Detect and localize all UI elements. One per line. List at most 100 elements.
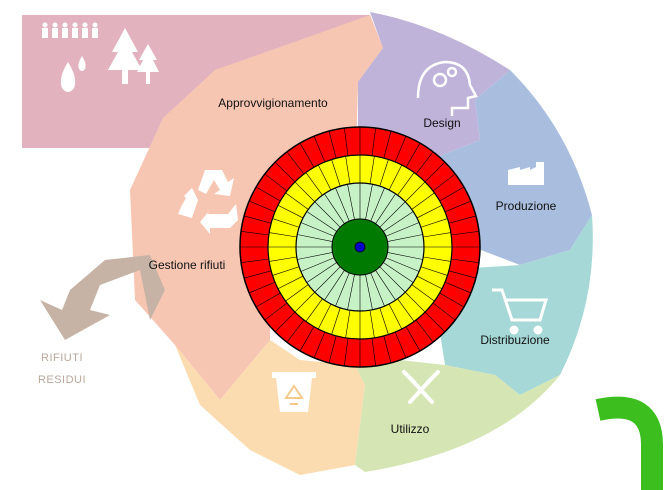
ring-spoke [274, 311, 296, 333]
ring-spoke [299, 142, 315, 168]
stage-raccolta [175, 340, 365, 475]
ring-spoke [240, 258, 269, 263]
ring-spoke [383, 262, 414, 283]
head-gears-icon [416, 60, 478, 116]
center-dot [354, 241, 366, 253]
ring-spoke [344, 338, 349, 367]
ring-spoke [274, 161, 296, 183]
ring-spoke [314, 201, 341, 228]
ring-spoke [285, 192, 309, 210]
ring-spoke [444, 200, 471, 213]
ring-spoke [345, 310, 351, 338]
ring-spoke [335, 272, 350, 307]
water-drops-icon [60, 56, 86, 92]
ring-spoke [439, 292, 465, 308]
ring-spoke [300, 257, 335, 272]
ring-spoke [317, 303, 332, 330]
ring-spoke [313, 331, 326, 358]
ring-spoke [324, 193, 345, 224]
ring-spoke [444, 281, 471, 294]
ring-spoke [285, 284, 309, 302]
ring-spoke [249, 281, 276, 294]
trees-icon [108, 28, 159, 84]
label-utilizzo: Utilizzo [391, 422, 430, 436]
ring-spoke [411, 192, 435, 210]
ring-spoke [306, 262, 337, 283]
ring-spoke [331, 159, 341, 187]
ring-spoke [370, 272, 385, 307]
label-approvvigionamento: Approvvigionamento [218, 96, 328, 110]
residual-label-line2: RESIDUI [38, 374, 86, 386]
ring-spoke [306, 211, 337, 232]
ring-spoke [369, 156, 375, 184]
ring-spoke [387, 234, 423, 242]
ring-spoke [397, 298, 415, 322]
ring-spoke [387, 252, 423, 260]
ring-spoke [297, 234, 333, 242]
ring-spoke [269, 256, 297, 262]
ring-spoke [397, 172, 415, 196]
ring-spoke [388, 164, 403, 191]
ring-spoke [370, 187, 385, 222]
factory-icon [508, 162, 544, 185]
stage-design [358, 12, 510, 160]
ring-spoke [344, 127, 349, 156]
ring-spoke [328, 131, 337, 159]
ring-spoke [439, 186, 465, 202]
ring-spoke [345, 156, 351, 184]
ring-spoke [405, 142, 421, 168]
ring-spoke [305, 298, 323, 322]
ring-spoke [305, 172, 323, 196]
ring-spoke [448, 270, 476, 279]
ring-spoke [328, 335, 337, 363]
ring-spoke [420, 266, 448, 276]
ring-spoke [297, 252, 333, 260]
ring-spokes [240, 127, 480, 367]
ring-spoke [264, 302, 288, 321]
ring-spoke [423, 256, 451, 262]
ring-spoke [411, 284, 435, 302]
stage-distribuzione [438, 215, 593, 395]
ring-spoke [379, 307, 389, 335]
recycle-icon [178, 170, 238, 234]
stage-utilizzo [355, 360, 560, 472]
ring-spoke [313, 136, 326, 163]
ring-spoke [451, 231, 480, 236]
ring-spoke [369, 310, 375, 338]
ring-spoke [249, 200, 276, 213]
ring-spoke [335, 187, 350, 222]
ring-spoke [379, 266, 406, 293]
ring-spoke [432, 173, 456, 192]
ring-spoke [394, 331, 407, 358]
ring-spoke [269, 232, 297, 238]
ring-spoke [432, 302, 456, 321]
ring-spoke [420, 218, 448, 228]
ring-spoke [244, 270, 272, 279]
ring-spoke [423, 232, 451, 238]
ring-spoke [371, 127, 376, 156]
ring-spoke [317, 164, 332, 191]
ring-spoke [375, 270, 396, 301]
ring-spoke [416, 275, 443, 290]
ring-spoke [264, 173, 288, 192]
ring-spoke [388, 303, 403, 330]
ring-spoke [385, 222, 420, 237]
label-distribuzione: Distribuzione [480, 333, 550, 347]
ring-spoke [415, 151, 434, 175]
ring-spoke [314, 266, 341, 293]
ring-spoke [448, 215, 476, 224]
ring-spoke [272, 218, 300, 228]
people-icon [42, 22, 98, 38]
ring-spoke [405, 292, 426, 313]
ring-spoke [383, 131, 392, 159]
ring-spoke [286, 319, 305, 343]
ring-spoke [294, 292, 315, 313]
target-rings [239, 126, 481, 368]
ring-spoke [416, 204, 443, 219]
ring-spoke [424, 311, 446, 333]
residual-waste-arrow: RIFIUTI RESIDUI [38, 255, 165, 386]
ring-spoke [415, 319, 434, 343]
ring-spoke [405, 326, 421, 352]
ring-spoke [383, 211, 414, 232]
